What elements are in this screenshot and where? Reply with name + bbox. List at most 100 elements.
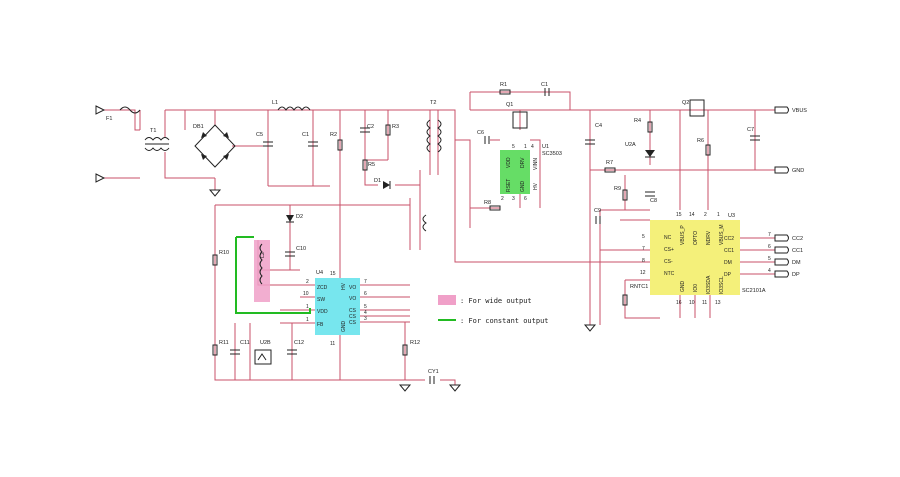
u1-pin-drv: DRV	[520, 157, 526, 168]
bridge-db1	[194, 124, 236, 168]
u3-pinnum-2: 2	[704, 212, 707, 218]
u3-pin-ntc: NTC	[664, 271, 675, 277]
optocoupler-u2b	[254, 349, 272, 365]
u3-pinnum-13: 13	[715, 300, 721, 306]
u3-pin-dp: DP	[724, 272, 732, 278]
u3-pinnum-5: 5	[642, 234, 645, 240]
label-u3: U3	[728, 213, 735, 219]
capacitors	[230, 88, 760, 384]
u4-pin-cs-c: CS	[349, 320, 357, 326]
label-d2: D2	[296, 214, 303, 220]
label-u2b: U2B	[260, 340, 271, 346]
label-rntc1: RNTC1	[630, 284, 648, 290]
label-c11: C11	[240, 340, 250, 346]
ic-u1-body	[500, 150, 530, 194]
ic-u3-pins: NC CS+ CS- NTC VBUS_P OPTO NDRV VBUS_M C…	[640, 212, 734, 306]
u4-pinnum-1b: 1	[306, 317, 309, 323]
u1-pin-gnd: GND	[520, 181, 526, 193]
ic-u4-body	[315, 278, 360, 335]
choke-t1	[144, 137, 170, 151]
port-dp: DP	[792, 272, 800, 278]
u3-pin-nc: NC	[664, 235, 672, 241]
u4-pinnum-3: 3	[364, 316, 367, 322]
label-f1: F1	[106, 116, 112, 122]
u3-pin-vbus-p: VBUS_P	[680, 225, 686, 245]
u3-pin-ndrv: NDRV	[706, 230, 712, 245]
u1-pinnum-1: 1	[524, 144, 527, 150]
port-dp-number: 4	[768, 268, 771, 274]
mosfets	[512, 99, 705, 129]
label-r12: R12	[410, 340, 420, 346]
u1-pinnum-2: 2	[501, 196, 504, 202]
inductor-l2	[259, 243, 263, 285]
u4-pin-cs-b: CS	[349, 314, 357, 320]
label-c4: C4	[595, 123, 602, 129]
u4-pin-gnd: GND	[341, 321, 347, 333]
label-r4: R4	[634, 118, 641, 124]
inductor-l1	[277, 106, 311, 111]
label-c8: C8	[650, 198, 657, 204]
port-cc1-number: 6	[768, 244, 771, 250]
port-gnd: GND	[792, 168, 804, 174]
legend-text-constant: : For constant output	[460, 317, 549, 325]
u4-pin-zcd: ZCD	[317, 285, 328, 291]
label-c5: C5	[256, 132, 263, 138]
ic-u4	[315, 278, 360, 335]
fuse-f1	[119, 106, 141, 114]
u3-pin-gnd: GND	[680, 281, 686, 293]
u1-pinnum-6: 6	[524, 196, 527, 202]
legend-swatch-wide	[438, 295, 456, 305]
u4-pin-cs-a: CS	[349, 308, 357, 314]
ground-symbols	[208, 189, 597, 392]
label-u4: U4	[316, 270, 323, 276]
label-r3: R3	[392, 124, 399, 130]
u4-pinnum-7: 7	[364, 279, 367, 285]
ic-u1-pins: VDD DRV RSET GND VINN HV 5 1 2 3 4 6	[501, 144, 539, 202]
port-cc2: CC2	[792, 236, 803, 242]
port-vbus: VBUS	[792, 108, 807, 114]
u4-pin-vo-b: VO	[349, 296, 356, 302]
u4-pinnum-5: 5	[364, 304, 367, 310]
u3-pinnum-7: 7	[642, 246, 645, 252]
label-c7: C7	[747, 127, 754, 133]
label-l1: L1	[272, 100, 278, 106]
label-r8: R8	[484, 200, 491, 206]
label-u3-part: SC2101A	[742, 288, 766, 294]
u3-pinnum-14: 14	[689, 212, 695, 218]
label-c1b: C1	[541, 82, 548, 88]
label-r11: R11	[219, 340, 229, 346]
u3-pin-cc1: CC1	[724, 248, 734, 254]
label-c12: C12	[294, 340, 304, 346]
u1-pinnum-5: 5	[512, 144, 515, 150]
u4-pinnum-4: 4	[364, 310, 367, 316]
u1-pin-vinn: VINN	[533, 158, 539, 170]
ic-u3-body	[650, 220, 740, 295]
transformer-t2	[422, 119, 442, 232]
label-r7: R7	[606, 160, 613, 166]
ic-u4-pins: ZCD SW VDD FB HV VO VO CS CS CS GND 2 10…	[303, 271, 367, 347]
u4-pinnum-15: 15	[330, 271, 336, 277]
component-labels: F1 T1 DB1 L1 C5 C1 R2 C2 R3 R5 D1 T2 R1 …	[106, 82, 766, 375]
u4-pin-sw: SW	[317, 297, 325, 303]
port-cc2-number: 7	[768, 232, 771, 238]
u4-pinnum-10: 10	[303, 291, 309, 297]
u4-pin-vdd: VDD	[317, 309, 328, 315]
label-d1: D1	[374, 178, 381, 184]
highlights	[235, 236, 311, 314]
label-c10: C10	[296, 246, 306, 252]
label-u1-part: SC3503	[542, 151, 562, 157]
resistors	[212, 89, 711, 356]
diodes	[286, 150, 655, 223]
u3-pinnum-16: 16	[676, 300, 682, 306]
u3-pin-cs-minus: CS-	[664, 259, 673, 265]
u3-pinnum-11: 11	[702, 300, 707, 306]
label-u1: U1	[542, 144, 549, 150]
label-r10: R10	[219, 250, 229, 256]
label-r6: R6	[697, 138, 704, 144]
u3-pin-cs-plus: CS+	[664, 247, 674, 253]
legend: : For wide output : For constant output	[438, 295, 549, 325]
u3-pin-io0: IO0	[693, 284, 699, 292]
label-db1: DB1	[193, 124, 204, 130]
label-u2a: U2A	[625, 142, 636, 148]
